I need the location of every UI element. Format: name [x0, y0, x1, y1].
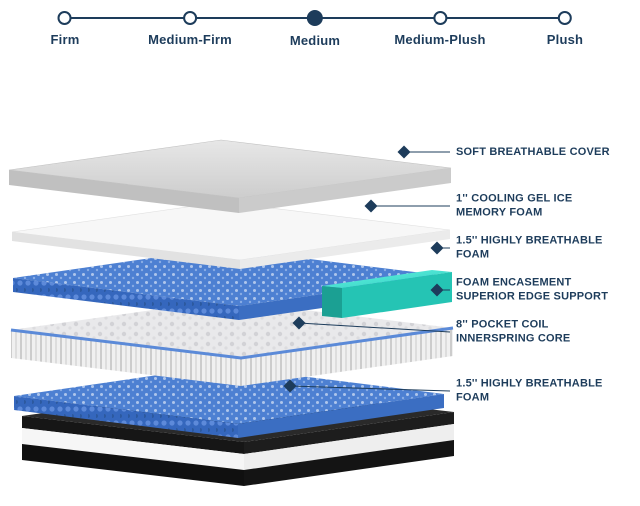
firmness-label: Firm	[50, 32, 80, 47]
firmness-dot-icon	[57, 11, 72, 25]
firmness-stop-medium-firm: Medium-Firm	[148, 0, 232, 47]
firmness-stop-medium-plush: Medium-Plush	[394, 0, 485, 47]
foam-encasement	[322, 270, 452, 318]
firmness-dot-selected-icon	[307, 10, 323, 26]
firmness-label: Medium-Firm	[148, 32, 232, 47]
callout-diamond-icon	[364, 199, 378, 213]
firmness-dot-icon	[558, 11, 572, 25]
firmness-scale: Firm Medium-Firm Medium Medium-Plush Plu…	[0, 0, 640, 62]
callout-diamond-icon	[430, 241, 444, 255]
callout-diamond-icon	[292, 316, 306, 330]
firmness-label: Medium-Plush	[394, 32, 486, 47]
firmness-label: Plush	[546, 32, 584, 47]
callout-diamond-icon	[283, 379, 297, 393]
callout-diamond-icon	[430, 283, 444, 297]
firmness-stop-firm: Firm	[51, 0, 80, 47]
layer-label-cover: SOFT BREATHABLE COVER	[456, 145, 610, 158]
layer-breathable-foam-bottom	[14, 366, 444, 438]
firmness-stop-medium-selected: Medium	[290, 0, 340, 48]
firmness-label: Medium	[289, 33, 341, 48]
firmness-dot-icon	[183, 11, 197, 25]
firmness-dot-icon	[433, 11, 447, 25]
callout-diamond-icon	[397, 145, 411, 159]
firmness-stop-plush: Plush	[547, 0, 583, 47]
layer-cover	[8, 139, 452, 213]
layer-coil-core	[10, 300, 454, 386]
layer-memory-foam	[11, 201, 451, 269]
